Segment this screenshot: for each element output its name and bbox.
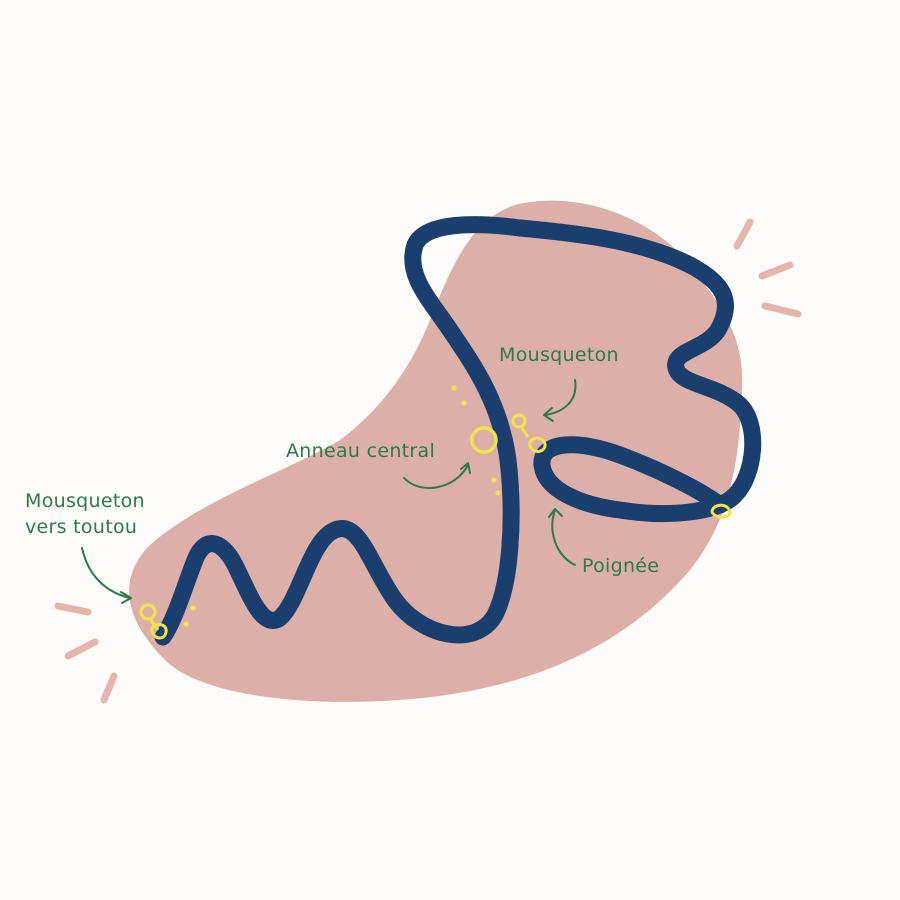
leash-strap — [154, 216, 762, 646]
central-ring — [470, 426, 498, 454]
label-handle: Poignée — [582, 555, 660, 577]
label-dog-carabiner-line1: Mousqueton — [25, 490, 145, 512]
top-carabiner — [511, 413, 547, 453]
annotation-arrows — [81, 379, 577, 604]
background-blob — [129, 200, 743, 702]
handle-end-clip — [710, 503, 732, 519]
label-dog-carabiner-line2: vers toutou — [25, 516, 138, 538]
arrow-top-clip — [544, 379, 577, 416]
motion-marks-left — [54, 602, 118, 704]
label-central-ring: Anneau central — [286, 440, 436, 462]
stitch-dots-dog-end — [183, 605, 196, 627]
label-dog-carabiner: Mousqueton vers toutou — [25, 488, 145, 540]
arrow-dog-clip — [81, 547, 131, 599]
dog-carabiner — [139, 603, 168, 640]
arrow-handle — [551, 509, 576, 566]
arrow-central-ring — [403, 464, 469, 489]
motion-marks-right — [733, 218, 802, 318]
stitch-dots-ring — [451, 385, 501, 496]
label-top-carabiner: Mousqueton — [499, 344, 619, 366]
